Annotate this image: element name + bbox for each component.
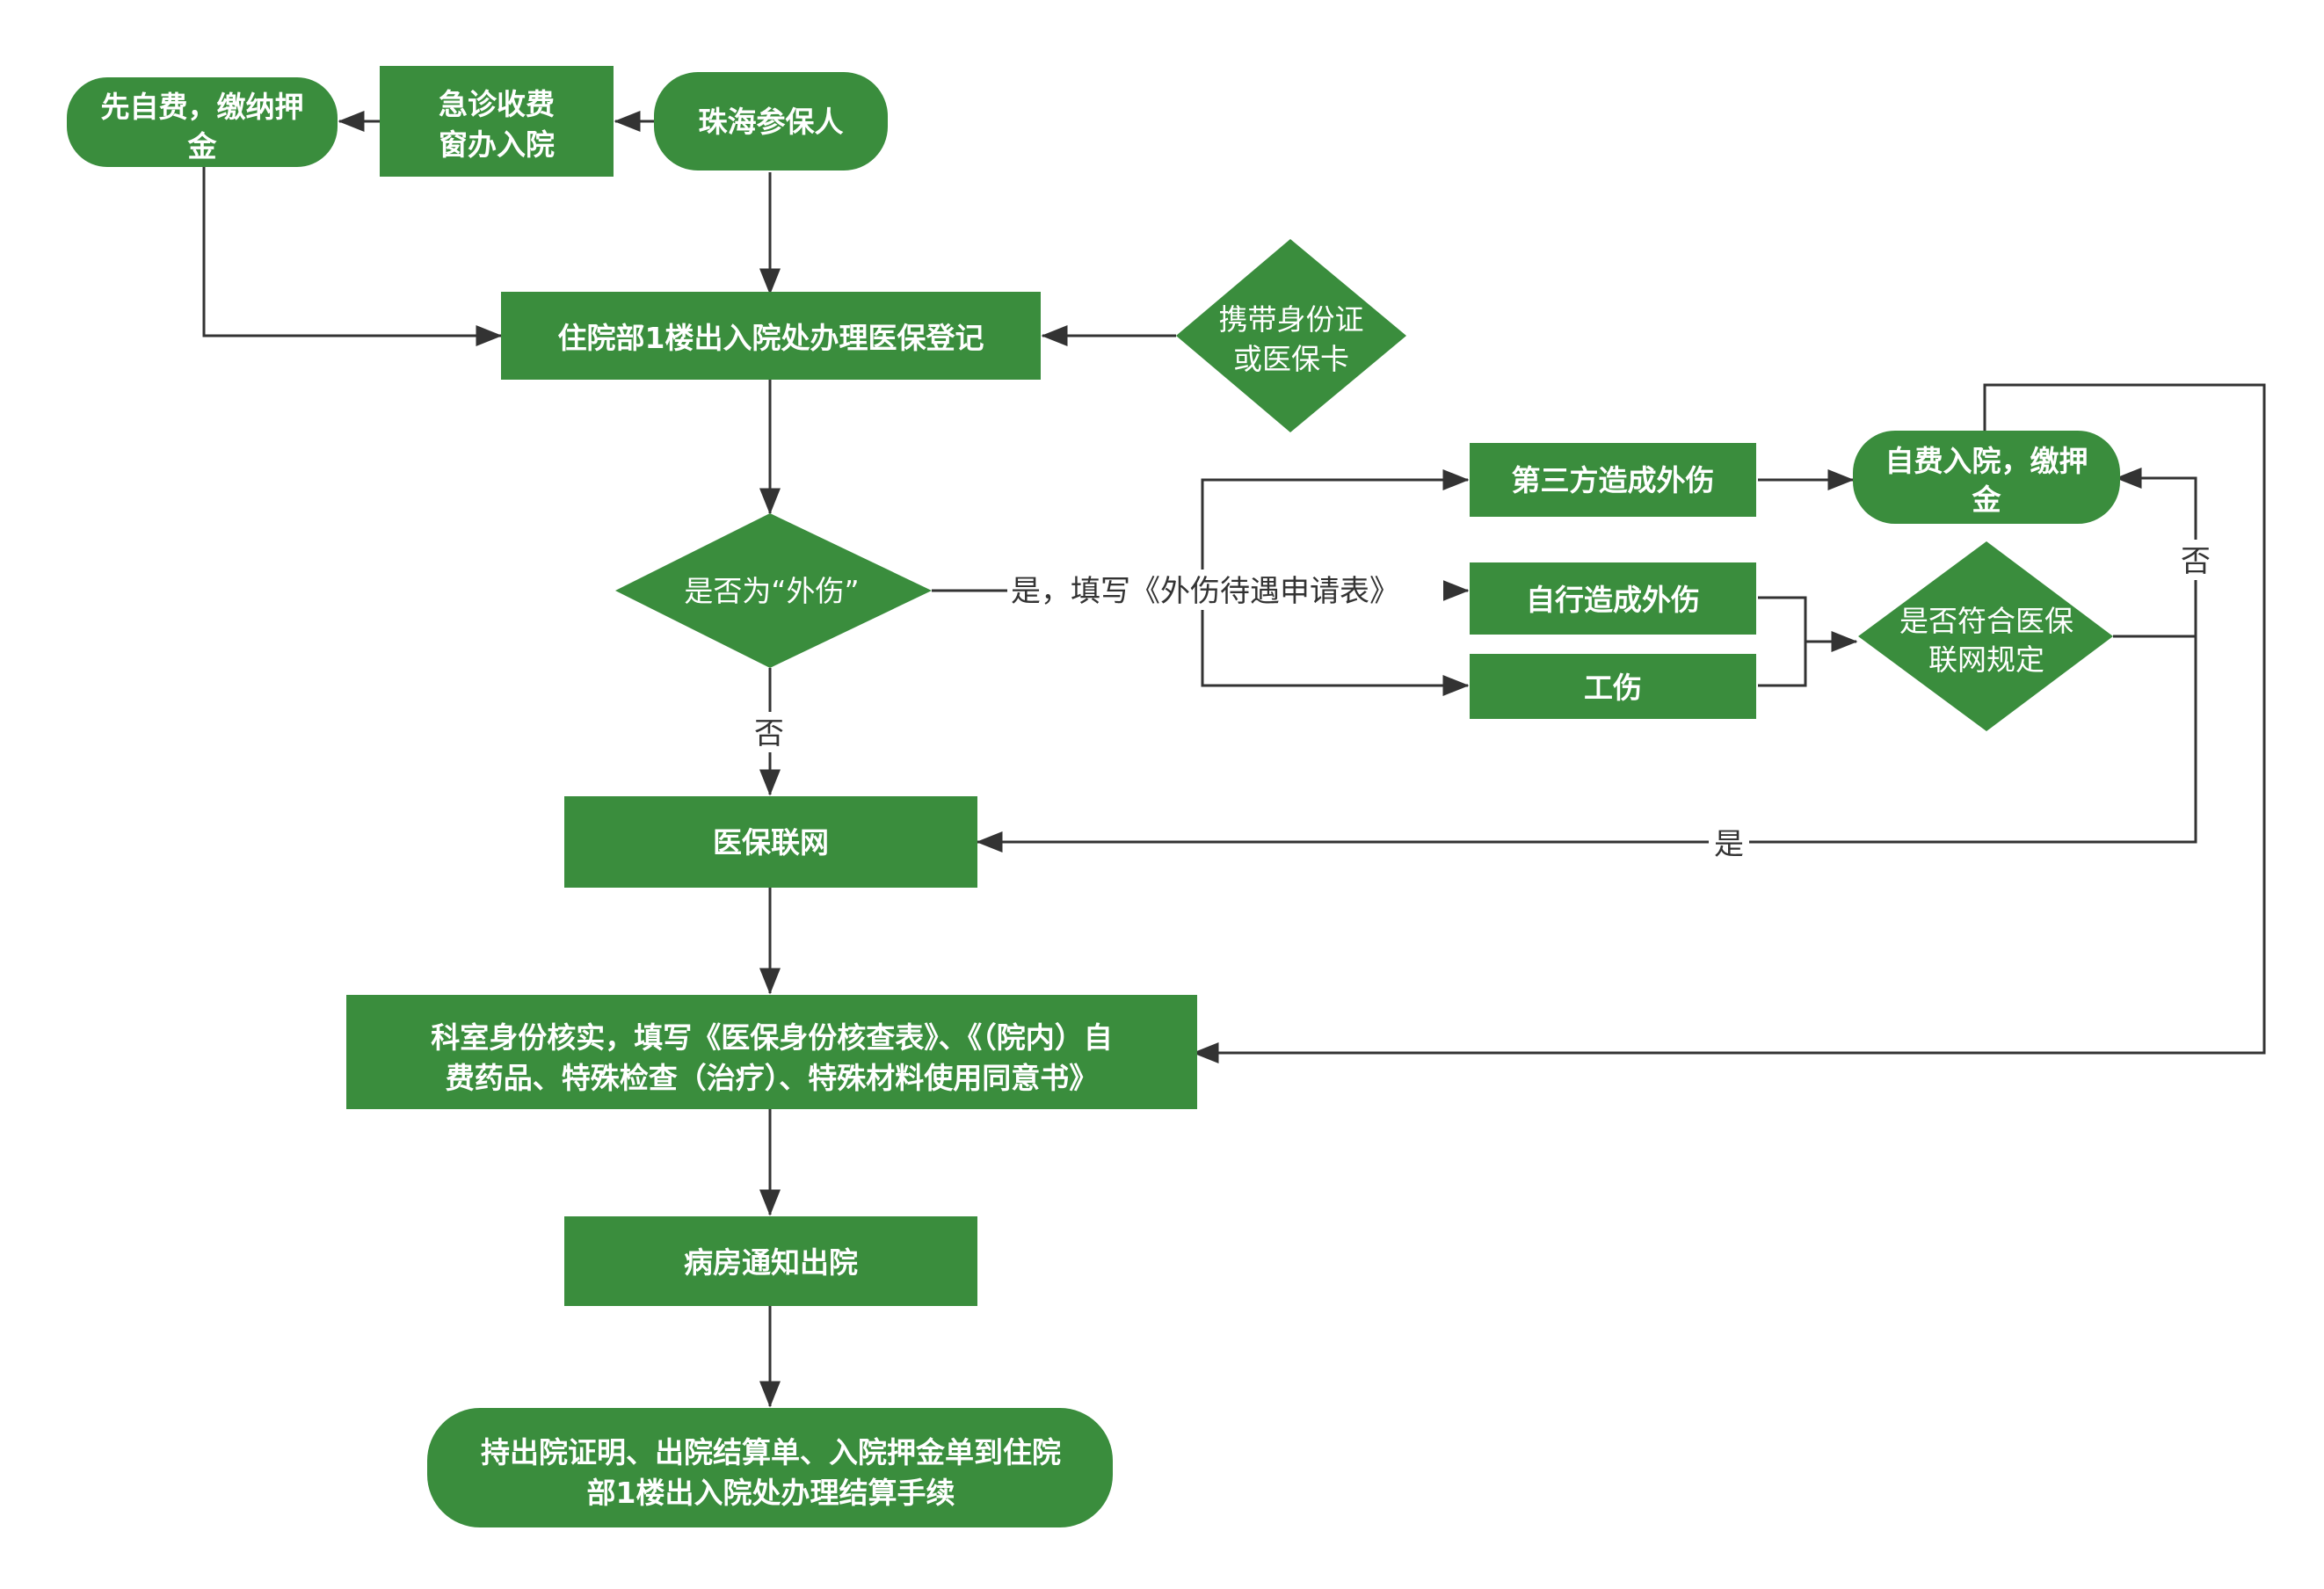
node-settlement[interactable]: 持出院证明、出院结算单、入院押金单到住院 部1楼出入院处办理结算手续 [427,1408,1113,1527]
node-emergency[interactable]: 急诊收费 窗办入院 [380,66,614,177]
node-selfpay-first[interactable]: 先自费，缴纳押 金 [67,77,338,167]
node-insured-label: 珠海参保人 [699,105,844,139]
node-complies-label-2: 联网规定 [1928,642,2044,677]
node-work-injury[interactable]: 工伤 [1470,654,1756,719]
label-complies-no: 否 [2181,544,2211,579]
node-selfpay-first-label-1: 先自费，缴纳押 [101,90,304,124]
node-bring-id-label-2: 或医保卡 [1233,342,1349,376]
node-bring-id[interactable]: 携带身份证 或医保卡 [1176,239,1406,432]
label-injury-yes: 是，填写《外伤待遇申请表》 [1011,574,1399,609]
node-bring-id-label-1: 携带身份证 [1219,302,1364,337]
node-emergency-label-2: 窗办入院 [439,127,555,162]
label-bg-complies-yes [1709,823,1749,863]
node-is-injury[interactable]: 是否为“外伤” [615,513,932,668]
node-self-injury-label: 自行造成外伤 [1526,583,1700,617]
node-emergency-label-1: 急诊收费 [439,87,555,121]
node-third-party[interactable]: 第三方造成外伤 [1470,443,1756,517]
node-insured[interactable]: 珠海参保人 [654,72,888,171]
node-network-label: 医保联网 [713,825,829,860]
node-third-party-label: 第三方造成外伤 [1512,463,1715,497]
label-bg-injury-yes [1007,570,1443,610]
node-network[interactable]: 医保联网 [564,796,977,888]
edge-labels: 是，填写《外伤待遇申请表》 否 否 是 [749,540,2217,863]
label-bg-complies-no [2175,540,2217,580]
label-bg-injury-no [749,712,789,752]
edge-selfpay-to-registration [202,167,503,346]
node-registration[interactable]: 住院部1楼出入院处办理医保登记 [501,292,1041,380]
label-injury-no: 否 [754,716,784,751]
edge-selfinjury-merge [1758,596,1807,687]
edge-to-work-injury [1201,591,1470,696]
node-is-injury-label: 是否为“外伤” [684,574,859,608]
node-discharge-notice-label: 病房通知出院 [684,1245,858,1280]
node-complies[interactable]: 是否符合医保 联网规定 [1858,541,2113,731]
node-registration-label: 住院部1楼出入院处办理医保登记 [558,321,984,355]
node-selfpay-admit-label-1: 自费入院，缴押 [1885,444,2088,478]
node-self-injury[interactable]: 自行造成外伤 [1470,562,1756,635]
node-selfpay-admit-label-2: 金 [1972,483,2002,517]
node-work-injury-label: 工伤 [1584,671,1642,705]
node-settlement-label-1: 持出院证明、出院结算单、入院押金单到住院 [481,1435,1061,1469]
node-discharge-notice[interactable]: 病房通知出院 [564,1216,977,1306]
node-verify-label-2: 费药品、特殊检查（治疗）、特殊材料使用同意书》 [446,1061,1099,1095]
edge-selfpay-admit-to-verify [1192,383,2266,1063]
nodes: 珠海参保人 急诊收费 窗办入院 先自费，缴纳押 金 住院部1楼出入院处办理医保登… [67,66,2120,1527]
edge-complies-yes [976,636,2197,853]
node-selfpay-first-label-2: 金 [187,129,218,163]
edge-to-third-party [1201,469,1470,591]
node-complies-label-1: 是否符合医保 [1899,604,2073,638]
node-verify-label-1: 科室身份核实，填写《医保身份核查表》、《（院内）自 [431,1020,1113,1055]
node-selfpay-admit[interactable]: 自费入院，缴押 金 [1853,431,2120,524]
node-verify[interactable]: 科室身份核实，填写《医保身份核查表》、《（院内）自 费药品、特殊检查（治疗）、特… [346,995,1197,1109]
node-settlement-label-2: 部1楼出入院处办理结算手续 [587,1476,955,1510]
label-complies-yes: 是 [1714,827,1744,862]
